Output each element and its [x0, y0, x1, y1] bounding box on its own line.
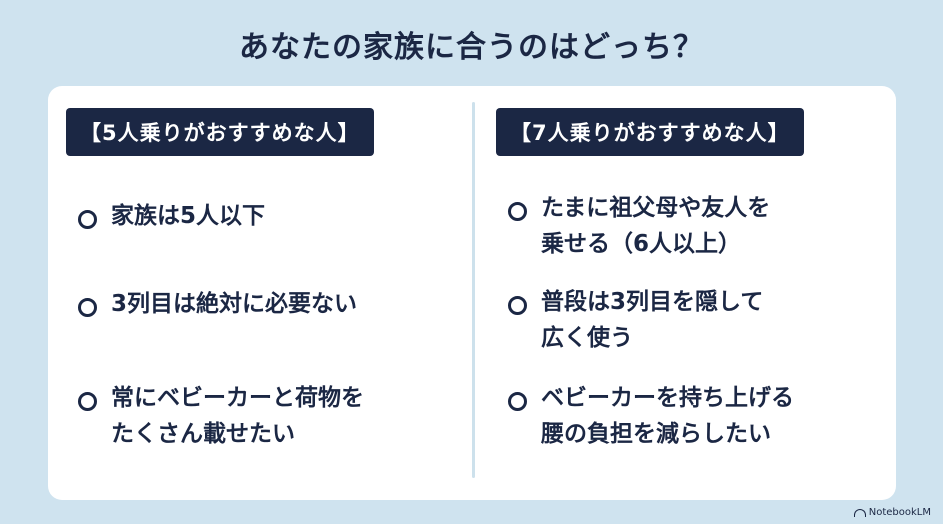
circle-bullet-icon [508, 392, 527, 411]
column-divider [472, 102, 475, 478]
seven-seater-header: 【7人乗りがおすすめな人】 [496, 108, 804, 156]
list-item-text: 3列目は絶対に必要ない [111, 291, 358, 317]
five-seater-header: 【5人乗りがおすすめな人】 [66, 108, 374, 156]
list-item: 3列目は絶対に必要ない [66, 291, 357, 322]
list-item-text: 常にベビーカーと荷物を たくさん載せたい [111, 385, 364, 447]
list-item: 家族は5人以下 [66, 203, 265, 234]
page-title: あなたの家族に合うのはどっち？ [239, 30, 704, 65]
circle-bullet-icon [508, 202, 527, 221]
five-seater-column: 【5人乗りがおすすめな人】 家族は5人以下 3列目は絶対に必要ない 常にベビーカ… [66, 108, 456, 447]
list-item: ベビーカーを持ち上げる 腰の負担を減らしたい [496, 385, 794, 452]
list-item: 常にベビーカーと荷物を たくさん載せたい [66, 385, 364, 452]
notebooklm-logo-icon [853, 508, 866, 517]
circle-bullet-icon [78, 210, 97, 229]
seven-seater-column: 【7人乗りがおすすめな人】 たまに祖父母や友人を 乗せる（6人以上） 普段は3列… [496, 108, 880, 447]
list-item-text: ベビーカーを持ち上げる 腰の負担を減らしたい [541, 385, 794, 447]
notebooklm-watermark: NotebookLM [853, 507, 931, 518]
brand-label: NotebookLM [868, 507, 931, 518]
list-item-text: 普段は3列目を隠して 広く使う [541, 289, 764, 351]
circle-bullet-icon [78, 392, 97, 411]
list-item-text: 家族は5人以下 [111, 203, 266, 229]
list-item: たまに祖父母や友人を 乗せる（6人以上） [496, 195, 770, 262]
circle-bullet-icon [508, 296, 527, 315]
list-item: 普段は3列目を隠して 広く使う [496, 289, 763, 356]
circle-bullet-icon [78, 298, 97, 317]
list-item-text: たまに祖父母や友人を 乗せる（6人以上） [541, 195, 771, 257]
